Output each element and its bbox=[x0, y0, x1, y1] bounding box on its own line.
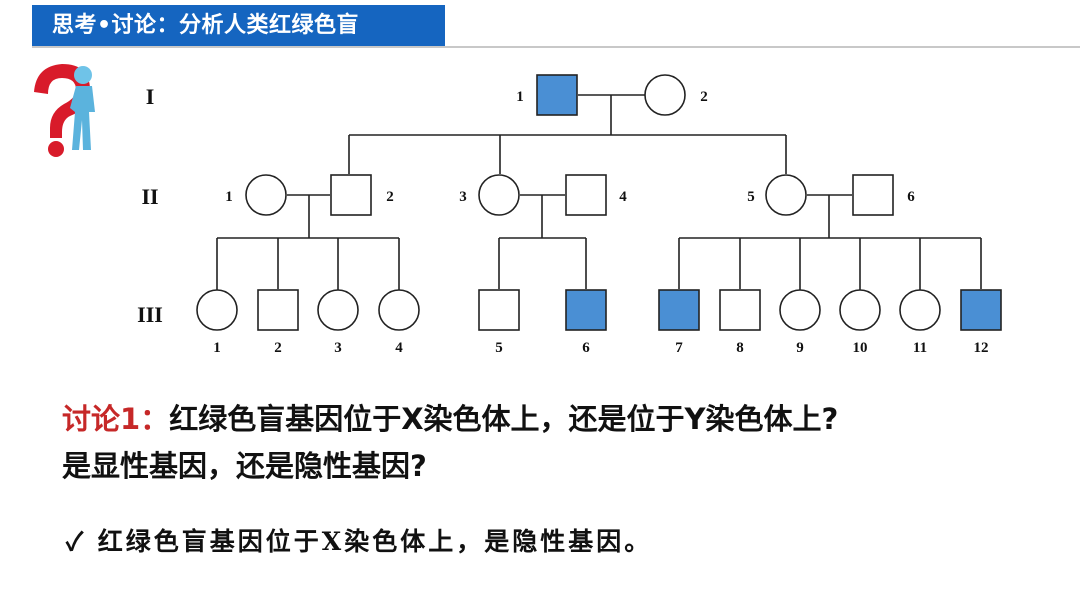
individual-III6-affected-male bbox=[565, 289, 607, 331]
individual-III7-affected-male bbox=[658, 289, 700, 331]
individual-II6-male bbox=[852, 174, 894, 216]
individual-III4-female bbox=[378, 289, 420, 331]
label-II5: 5 bbox=[747, 189, 755, 205]
label-II4: 4 bbox=[619, 189, 627, 205]
generation-label-i: I bbox=[146, 84, 155, 109]
label-II1: 1 bbox=[225, 189, 233, 205]
label-III6: 6 bbox=[582, 340, 590, 356]
individual-II3-female bbox=[478, 174, 520, 216]
label-I1: 1 bbox=[516, 89, 524, 105]
label-III3: 3 bbox=[334, 340, 342, 356]
label-III2: 2 bbox=[274, 340, 282, 356]
individual-III2-male bbox=[257, 289, 299, 331]
label-III12: 12 bbox=[974, 340, 989, 356]
answer-text: 红绿色盲基因位于X染色体上，是隐性基因。 bbox=[97, 527, 653, 556]
check-icon: ✓ bbox=[66, 527, 87, 556]
individual-III10-female bbox=[839, 289, 881, 331]
label-III4: 4 bbox=[395, 340, 403, 356]
generation-label-iii: III bbox=[137, 302, 163, 327]
generation-label-ii: II bbox=[141, 184, 158, 209]
label-III1: 1 bbox=[213, 340, 221, 356]
discussion-tag: 讨论1： bbox=[62, 402, 170, 436]
individual-I1-affected-male bbox=[536, 74, 578, 116]
label-III5: 5 bbox=[495, 340, 503, 356]
individual-II4-male bbox=[565, 174, 607, 216]
label-III8: 8 bbox=[736, 340, 744, 356]
discussion-line-2: 是显性基因，还是隐性基因? bbox=[62, 449, 427, 483]
label-II2: 2 bbox=[386, 189, 394, 205]
individual-III3-female bbox=[317, 289, 359, 331]
individual-II1-female bbox=[245, 174, 287, 216]
individual-III11-female bbox=[899, 289, 941, 331]
discussion-question: 讨论1：红绿色盲基因位于X染色体上，还是位于Y染色体上? 是显性基因，还是隐性基… bbox=[62, 396, 1062, 490]
label-II6: 6 bbox=[907, 189, 915, 205]
label-III10: 10 bbox=[853, 340, 868, 356]
label-I2: 2 bbox=[700, 89, 708, 105]
individual-I2-female bbox=[644, 74, 686, 116]
label-III7: 7 bbox=[675, 340, 683, 356]
slide-title: 思考•讨论：分析人类红绿色盲 bbox=[32, 5, 445, 46]
individual-II2-male bbox=[330, 174, 372, 216]
label-III11: 11 bbox=[913, 340, 927, 356]
discussion-question-part-1: 红绿色盲基因位于X染色体上，还是位于Y染色体上? bbox=[169, 402, 839, 436]
individual-II5-female bbox=[765, 174, 807, 216]
label-II3: 3 bbox=[459, 189, 467, 205]
answer-line: ✓ 红绿色盲基因位于X染色体上，是隐性基因。 bbox=[66, 522, 1066, 562]
pedigree-lines bbox=[216, 94, 982, 290]
individual-III1-female bbox=[196, 289, 238, 331]
individual-III5-male bbox=[478, 289, 520, 331]
label-III9: 9 bbox=[796, 340, 804, 356]
individual-III8-male bbox=[719, 289, 761, 331]
question-mark-figure-icon bbox=[34, 64, 95, 157]
pedigree-chart: I II III 1 2 1 2 3 4 5 bbox=[34, 64, 1002, 356]
title-divider bbox=[32, 46, 1080, 48]
individual-III12-affected-male bbox=[960, 289, 1002, 331]
individual-III9-female bbox=[779, 289, 821, 331]
discussion-line-1: 讨论1：红绿色盲基因位于X染色体上，还是位于Y染色体上? bbox=[62, 396, 1062, 443]
